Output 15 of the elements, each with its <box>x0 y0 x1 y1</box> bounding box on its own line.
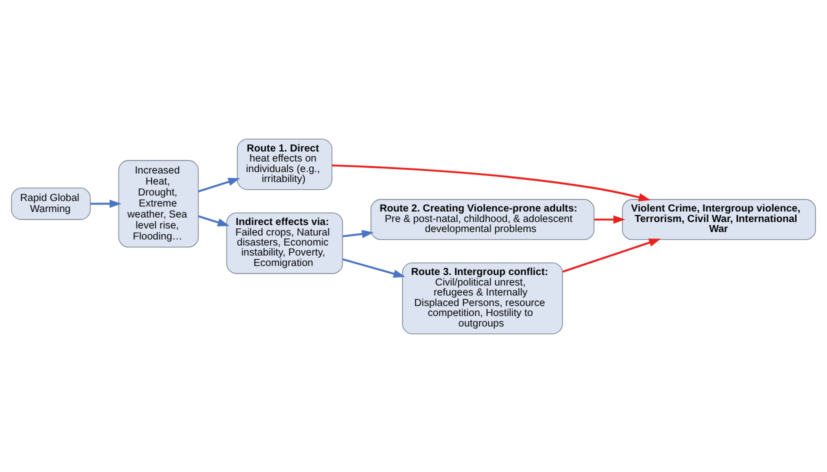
node-box: Violent Crime, Intergroup violence, Terrorism, Civil War, International War <box>622 198 816 240</box>
arrow <box>198 177 240 192</box>
arrow <box>342 229 374 238</box>
arrow <box>198 214 230 226</box>
arrow <box>342 258 406 278</box>
arrow <box>594 214 626 224</box>
node-box: Route 2. Creating Violence-prone adults: Pre & post-natal, childhood, & adolescent developmental problems <box>370 198 594 240</box>
node-box: Route 1. Direct heat effects on individuals (e.g., irritability) <box>236 138 332 190</box>
node-box: Increased Heat, Drought, Extreme weather, Sea level rise, Flooding… <box>118 160 199 248</box>
node-box: Rapid Global Warming <box>11 187 91 220</box>
node-box: Route 3. Intergroup conflict: Civil/political unrest, refugees & Internally Displaced Persons, resource competition, Hostility to outgroups <box>402 262 563 334</box>
node-box: Indirect effects via: Failed crops, Natural disasters, Economic instability, Poverty, Ecomigration <box>226 212 343 274</box>
arrow <box>332 164 651 201</box>
arrow <box>90 199 122 208</box>
arrow <box>562 238 661 272</box>
